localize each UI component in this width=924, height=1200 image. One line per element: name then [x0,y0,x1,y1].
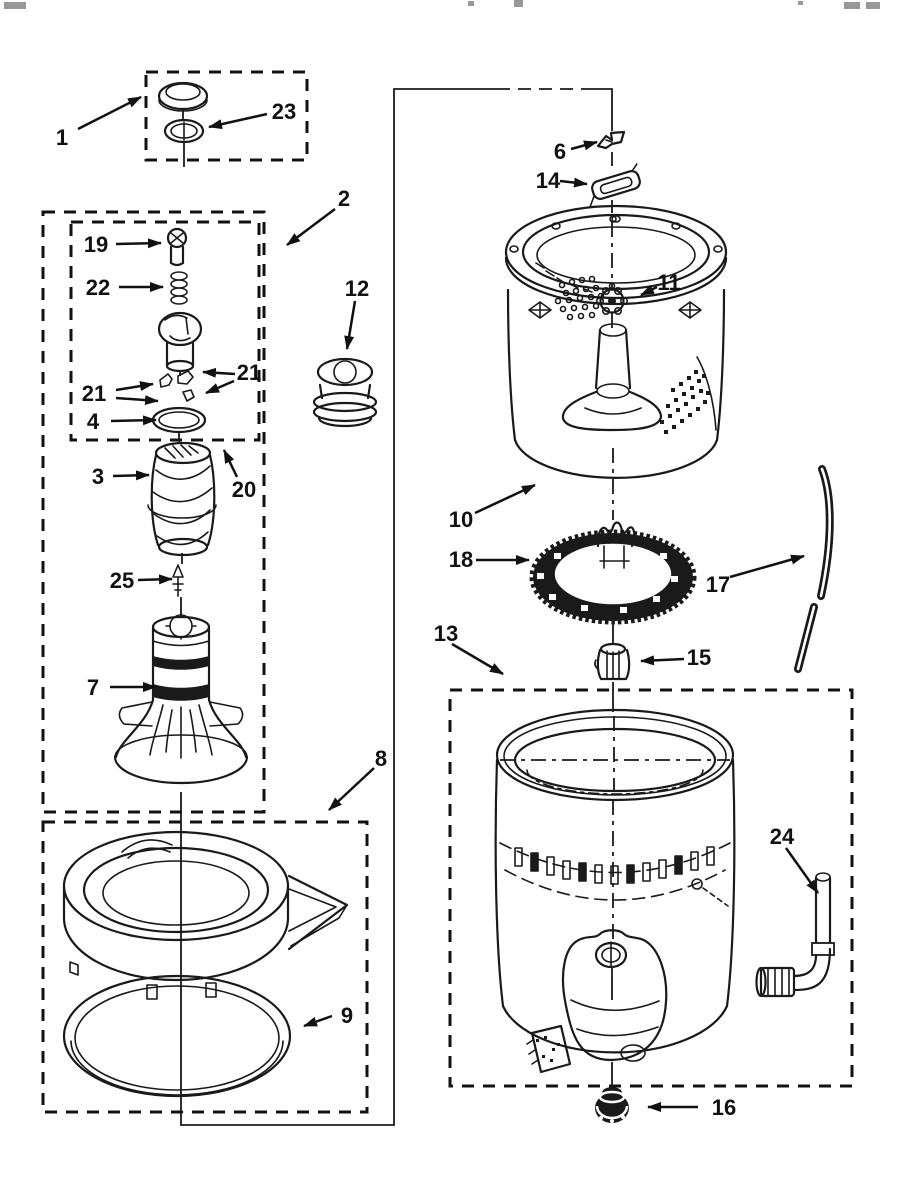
callout-4: 4 [87,409,100,434]
callout-21-right: 21 [237,360,261,385]
callout-11: 11 [657,270,680,295]
part-16-drawing [595,1087,629,1123]
page-edge-artifact [4,0,880,9]
part-17-drawing [794,465,834,673]
part-12-drawing [312,357,378,428]
callouts: 1 23 2 19 22 21 21 4 12 20 3 25 7 8 9 6 [56,95,820,1120]
leader-14 [559,177,588,188]
callout-17: 17 [706,572,730,597]
part-7-drawing [113,612,249,785]
callout-13: 13 [434,621,458,646]
leader-3 [112,470,150,481]
leader-21b [202,367,236,378]
part-21-drawing [159,370,195,402]
part-15-drawing [594,642,631,681]
leader-10 [474,483,536,515]
part-1-drawing [157,81,209,112]
assembly-bracket-line [180,88,613,1126]
leader-4 [110,415,157,426]
callout-10: 10 [449,507,473,532]
leader-8 [328,767,375,811]
callout-20: 20 [232,477,256,502]
callout-7: 7 [87,675,99,700]
leader-15 [640,655,685,666]
group-box-2-outer [41,210,266,814]
callout-19: 19 [84,232,108,257]
callout-14: 14 [536,168,561,193]
callout-9: 9 [341,1003,353,1028]
leader-11 [640,284,658,297]
callout-12: 12 [345,276,369,301]
leader-2 [286,208,336,246]
callout-21-left: 21 [82,381,106,406]
part-23-drawing [163,118,205,144]
leader-21b2 [205,379,235,395]
leader-21a2 [115,395,159,406]
callout-18: 18 [449,547,473,572]
group-box-13 [448,688,854,1088]
part-4-drawing [151,406,207,434]
part-10-drawing [504,204,728,479]
callout-23: 23 [272,99,296,124]
callout-2: 2 [338,186,350,211]
part-6-drawing [596,130,626,150]
callout-25: 25 [110,568,134,593]
perforation-dots-lower [660,370,710,434]
callout-8: 8 [375,746,387,771]
perforation-dots-upper [554,275,605,321]
leader-13 [451,642,504,676]
leader-17 [729,554,805,579]
leader-1 [77,95,142,131]
leader-9 [303,1014,333,1028]
leader-20 [222,449,239,478]
callout-16: 16 [712,1095,736,1120]
ratchet-teeth [514,846,715,885]
part-25-drawing [172,564,184,597]
part-14-drawing [589,163,641,208]
leader-6 [570,140,598,151]
leader-21a [115,381,154,392]
part-8-drawing [62,830,349,1000]
part-24-drawing [755,872,835,998]
group-box-20-inner [69,220,261,442]
leader-24 [784,847,820,894]
part-22-drawing [170,271,188,305]
part-18-drawing [529,521,697,625]
part-11-drawing [595,282,628,315]
cam-drawing [157,311,203,373]
leader-19 [115,238,162,249]
leader-12 [344,300,357,350]
part-13-drawing [494,708,736,1074]
callout-15: 15 [687,645,711,670]
part-9-drawing [62,974,292,1098]
part-19-drawing [166,227,188,267]
callout-1: 1 [56,125,68,150]
part-3-drawing [147,441,217,557]
callout-24: 24 [770,824,795,849]
leader-23 [208,112,268,130]
callout-22: 22 [86,275,110,300]
group-box-8 [41,820,369,1114]
leader-25 [137,574,173,585]
callout-6: 6 [554,139,566,164]
callout-3: 3 [92,464,104,489]
